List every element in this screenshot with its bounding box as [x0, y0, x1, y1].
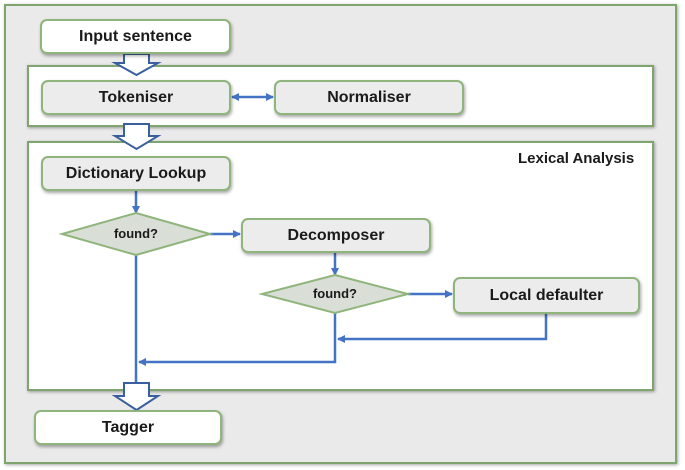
block-arrow-to-tagger [111, 382, 162, 412]
tokeniser-box: Tokeniser [41, 80, 231, 115]
arrow-defaulter-return [337, 314, 548, 343]
dictionary-lookup-box: Dictionary Lookup [41, 156, 231, 191]
decision-found-1 [58, 211, 214, 257]
lexical-analysis-label: Lexical Analysis [518, 150, 635, 167]
block-arrow-tokeniser-to-lexical [111, 123, 162, 151]
block-arrow-input-to-tokeniser [111, 53, 162, 77]
local-defaulter-box: Local defaulter [453, 277, 640, 314]
found-label-2: found? [312, 286, 358, 301]
arrow-found2-return [138, 313, 337, 366]
input-sentence-box: Input sentence [40, 19, 231, 54]
decision-found-2 [258, 273, 412, 315]
normaliser-box: Normaliser [274, 80, 464, 115]
decomposer-box: Decomposer [241, 218, 431, 253]
tagger-box: Tagger [34, 410, 222, 445]
found-label-1: found? [113, 226, 159, 241]
